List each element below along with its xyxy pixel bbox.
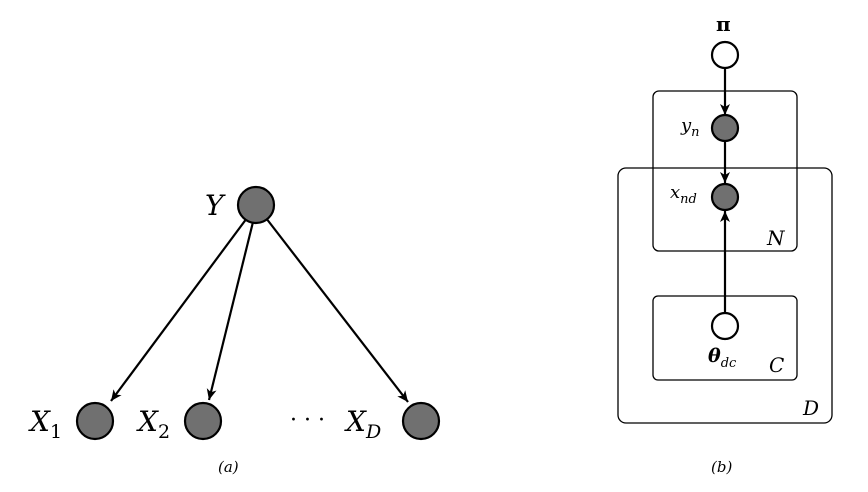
edge-y-x2 xyxy=(206,221,255,401)
node-xd xyxy=(401,401,441,441)
edge-y-x1 xyxy=(110,217,248,402)
label-y: Y xyxy=(205,189,226,222)
node-pi xyxy=(710,40,740,70)
node-y xyxy=(236,185,276,225)
label-xnd: xnd xyxy=(670,182,697,207)
plate-label-n: N xyxy=(766,226,786,250)
node-x2 xyxy=(183,401,223,441)
label-pi: π xyxy=(716,12,731,36)
node-x1 xyxy=(75,401,115,441)
label-theta: θdc xyxy=(708,345,737,371)
label-yn: yn xyxy=(680,115,700,140)
label-x2: X2 xyxy=(136,405,170,443)
plate-label-c: C xyxy=(769,353,784,377)
label-x1: X1 xyxy=(28,405,62,443)
node-xnd xyxy=(710,182,740,212)
caption-a: (a) xyxy=(218,458,239,476)
ellipsis: · · · xyxy=(290,408,325,433)
label-xd: XD xyxy=(344,405,381,443)
node-theta xyxy=(710,311,740,341)
caption-b: (b) xyxy=(711,458,732,476)
panel-b: N D C π yn xnd θdc (b) xyxy=(617,12,833,476)
plate-label-d: D xyxy=(802,396,819,420)
panel-a: Y X1 X2 · · · XD (a) xyxy=(28,185,441,476)
edge-y-xd xyxy=(265,217,409,403)
node-yn xyxy=(710,113,740,143)
